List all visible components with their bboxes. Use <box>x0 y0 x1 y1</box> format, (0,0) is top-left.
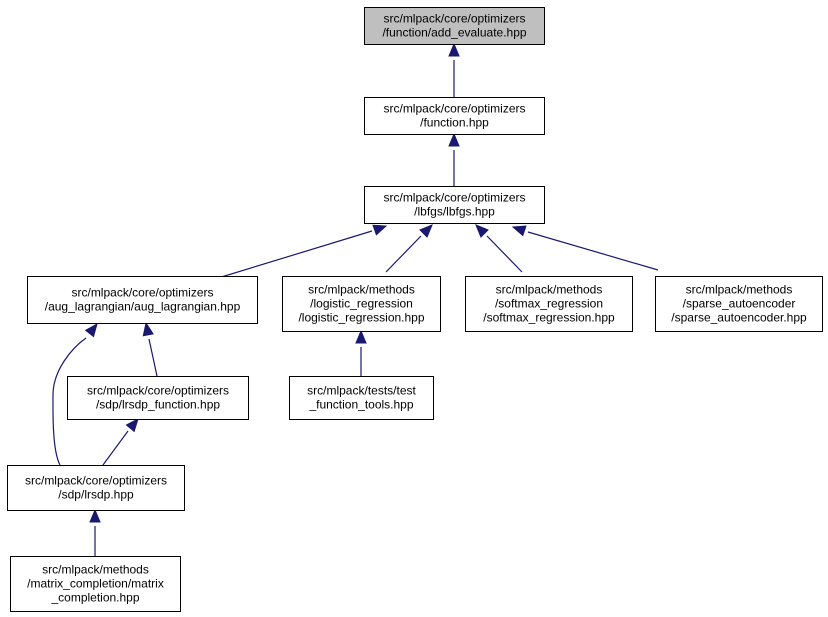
node-function[interactable]: src/mlpack/core/optimizers/function.hpp <box>364 97 545 135</box>
node-logistic-regression[interactable]: src/mlpack/methods/logistic_regression/l… <box>282 276 441 332</box>
node-sparse-autoencoder[interactable]: src/mlpack/methods/sparse_autoencoder/sp… <box>655 276 823 332</box>
node-label-line: /aug_lagrangian/aug_lagrangian.hpp <box>45 300 241 314</box>
nodes-layer: src/mlpack/core/optimizers/function/add_… <box>7 7 823 612</box>
node-box <box>67 376 249 420</box>
edge-line <box>527 231 659 271</box>
node-label-line: /function/add_evaluate.hpp <box>382 26 526 40</box>
node-label-line: /sparse_autoencoder.hpp <box>671 311 807 325</box>
node-box <box>282 276 441 332</box>
node-box <box>10 556 181 612</box>
edge-arrowhead <box>448 42 460 57</box>
edge-lrsdp_function-to-aug_lagrangian <box>142 321 158 377</box>
edge-aug_lagrangian-to-lbfgs <box>204 224 388 283</box>
node-label-line: /softmax_regression <box>495 297 603 311</box>
edge-arrowhead <box>125 418 139 433</box>
edge-softmax_regression-to-lbfgs <box>475 224 523 273</box>
node-add-evaluate: src/mlpack/core/optimizers/function/add_… <box>364 7 545 45</box>
node-label-line: src/mlpack/core/optimizers <box>383 12 525 26</box>
edge-arrowhead <box>511 225 527 237</box>
node-label-line: /lbfgs/lbfgs.hpp <box>414 205 495 219</box>
node-test-function-tools[interactable]: src/mlpack/tests/test_function_tools.hpp <box>289 376 434 420</box>
edges-layer <box>52 42 659 556</box>
edge-arrowhead <box>89 508 101 523</box>
node-label-line: src/mlpack/methods <box>686 283 793 297</box>
edge-arrowhead <box>355 329 367 344</box>
edge-test_function_tools-to-logistic_regression <box>355 329 367 376</box>
node-label-line: /matrix_completion/matrix <box>27 577 164 591</box>
node-label-line: src/mlpack/core/optimizers <box>25 474 167 488</box>
edge-function-to-add_evaluate <box>448 42 460 97</box>
edge-line <box>204 230 373 283</box>
node-label-line: src/mlpack/methods <box>42 563 149 577</box>
edge-matrix_completion-to-lrsdp <box>89 508 101 556</box>
node-label-line: src/mlpack/core/optimizers <box>87 384 229 398</box>
edge-lbfgs-to-function <box>448 132 460 186</box>
node-box <box>655 276 823 332</box>
node-label-line: /sdp/lrsdp.hpp <box>58 488 134 502</box>
edge-line <box>102 430 129 466</box>
edge-arrowhead <box>142 321 154 337</box>
node-matrix-completion[interactable]: src/mlpack/methods/matrix_completion/mat… <box>10 556 181 612</box>
node-softmax-regression[interactable]: src/mlpack/methods/softmax_regression/so… <box>465 276 633 332</box>
node-label-line: src/mlpack/methods <box>308 283 415 297</box>
edge-line <box>52 337 87 466</box>
node-lrsdp[interactable]: src/mlpack/core/optimizers/sdp/lrsdp.hpp <box>7 465 185 511</box>
node-label-line: /logistic_regression.hpp <box>298 311 424 325</box>
edge-arrowhead <box>372 224 388 236</box>
node-lrsdp-function[interactable]: src/mlpack/core/optimizers/sdp/lrsdp_fun… <box>67 376 249 420</box>
node-box <box>7 465 185 511</box>
node-label-line: /sdp/lrsdp_function.hpp <box>96 398 220 412</box>
node-label-line: src/mlpack/core/optimizers <box>71 286 213 300</box>
edge-arrowhead <box>84 322 98 338</box>
node-box <box>364 186 545 224</box>
node-label-line: /softmax_regression.hpp <box>483 311 615 325</box>
node-label-line: /function.hpp <box>420 116 489 130</box>
node-label-line: src/mlpack/methods <box>496 283 603 297</box>
node-box <box>289 376 434 420</box>
node-label-line: src/mlpack/tests/test <box>307 384 416 398</box>
node-lbfgs[interactable]: src/mlpack/core/optimizers/lbfgs/lbfgs.h… <box>364 186 545 224</box>
node-box <box>364 97 545 135</box>
node-label-line: /sparse_autoencoder <box>683 297 796 311</box>
edge-arrowhead <box>448 132 460 147</box>
node-label-line: src/mlpack/core/optimizers <box>383 102 525 116</box>
edge-arrowhead <box>419 224 433 238</box>
node-label-line: src/mlpack/core/optimizers <box>383 191 525 205</box>
edge-line <box>385 235 422 273</box>
edge-line <box>486 235 523 273</box>
edge-lrsdp-to-aug_lagrangian <box>52 322 98 466</box>
node-box <box>465 276 633 332</box>
node-aug-lagrangian[interactable]: src/mlpack/core/optimizers/aug_lagrangia… <box>27 276 258 324</box>
node-box <box>27 276 258 324</box>
edge-line <box>148 338 158 377</box>
edge-logistic_regression-to-lbfgs <box>385 224 433 273</box>
node-label-line: _completion.hpp <box>50 591 139 605</box>
node-label-line: _function_tools.hpp <box>308 398 413 412</box>
edge-sparse_autoencoder-to-lbfgs <box>511 225 659 271</box>
node-label-line: /logistic_regression <box>310 297 413 311</box>
edge-arrowhead <box>475 224 489 238</box>
edge-lrsdp-to-lrsdp_function <box>102 418 139 466</box>
node-box <box>364 7 545 45</box>
